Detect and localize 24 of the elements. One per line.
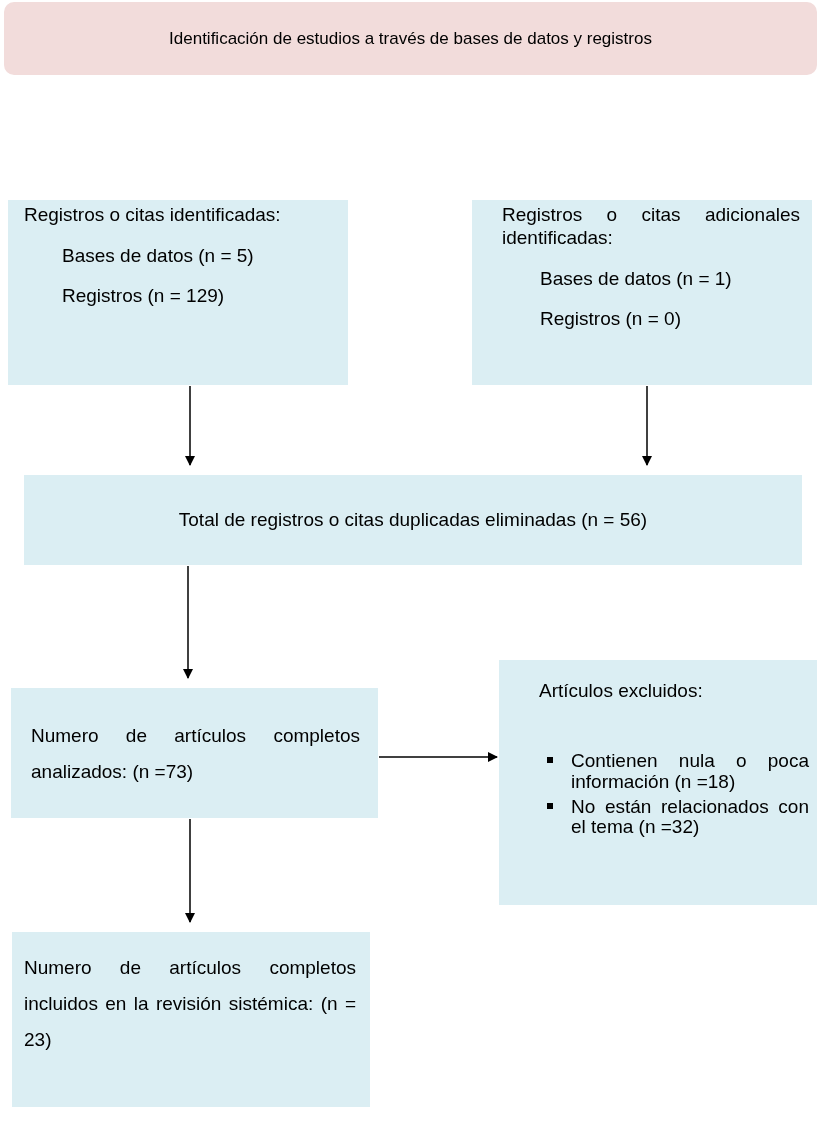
arrow xyxy=(185,818,195,923)
title-text: Identificación de estudios a través de bases de datos y registros xyxy=(169,28,652,49)
process-box xyxy=(499,660,817,905)
count-text: Bases de datos (n = 5) xyxy=(62,244,255,267)
count-text: Bases de datos (n = 1) xyxy=(540,267,733,290)
count-text: Registros (n = 0) xyxy=(540,307,682,330)
arrow xyxy=(378,752,498,762)
process-box xyxy=(24,475,802,565)
bullet-text: No están relacionados con el tema (n =32) xyxy=(571,796,809,839)
box-heading: Registros o citas adicionales identificadas: xyxy=(502,204,800,250)
process-box xyxy=(8,200,348,385)
process-box xyxy=(11,688,378,818)
box-text: Numero de artículos completos analizados: (n =73) xyxy=(31,724,360,784)
box-text: Total de registros o citas duplicadas eliminadas (n = 56) xyxy=(178,508,648,532)
arrow xyxy=(642,385,652,466)
count-text: Registros (n = 129) xyxy=(62,284,226,307)
arrow xyxy=(183,565,193,679)
arrow xyxy=(185,385,195,466)
box-heading: Artículos excluidos: xyxy=(539,680,704,703)
process-box xyxy=(12,932,370,1107)
box-text: Numero de artículos completos incluidos en la revisión sistémica: (n = 23) xyxy=(24,956,356,1052)
box-heading: Registros o citas identificadas: xyxy=(24,204,282,227)
bullet-text: Contienen nula o poca información (n =18) xyxy=(571,750,809,793)
process-box xyxy=(472,200,812,385)
